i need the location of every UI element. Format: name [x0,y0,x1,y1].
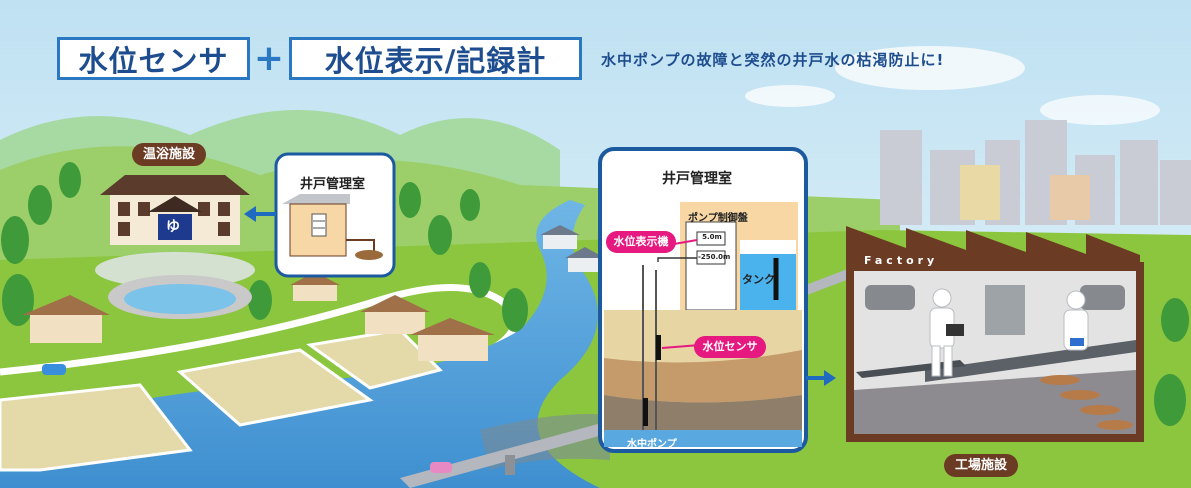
field [176,348,374,427]
house [568,258,602,272]
label-tank: タンク [742,273,775,286]
cloud [1040,95,1160,125]
tree [2,274,34,326]
factory-floor [854,370,1136,434]
conveyor [925,340,1136,382]
building [1050,175,1090,220]
plus-sign: + [253,38,285,79]
noren [158,214,192,240]
label-factory: 工場施設 [944,454,1019,477]
car [430,462,452,473]
label-hot-spring: 温浴施設 [132,143,207,166]
house-roof [410,318,495,335]
leader-sensor [661,344,701,349]
city-buildings [880,120,1191,225]
building [960,165,1000,220]
well-room-roof [282,194,350,204]
tank-top [740,240,796,254]
display-screen-top [696,231,726,246]
label-pump-panel: ポンプ制御盤 [688,213,748,224]
houses [22,225,605,361]
arrow-head [244,206,256,222]
building [880,130,922,225]
building [1160,160,1191,225]
glove [1070,338,1084,346]
car [42,364,66,375]
house [30,315,102,343]
house [365,312,425,334]
cloud [745,85,835,107]
factory-vent [865,285,915,310]
bridge-pier [505,455,515,475]
windows [118,202,230,236]
cloud [835,46,1025,90]
factory-vent [1080,285,1125,310]
well-lid [355,250,383,260]
sensor-probe [656,335,661,360]
tagline: 水中ポンプの故障と突然の井戸水の枯渇防止に! [601,51,945,69]
house [418,335,488,361]
house-roof [290,272,340,285]
label-well-room-small: 井戸管理室 [300,177,366,192]
hot-spring-building [100,175,250,245]
display-title: 水位表示/記録計 [289,37,582,80]
house-roof [565,247,605,258]
soil-layer [604,350,802,403]
label-level-display: 水位表示機 [606,231,676,253]
leader-display [673,239,698,245]
tree [399,182,421,218]
tree [428,215,452,255]
factory-roof [846,226,1140,270]
products [1040,375,1133,430]
label-level-sensor: 水位センサ [694,336,766,358]
tree [460,189,480,221]
arrow-head [824,370,836,386]
house [543,235,577,249]
factory-sign: Factory [864,254,939,267]
label-submersible-pump: 水中ポンプ [627,439,677,450]
tree [1154,374,1186,426]
sensor-title: 水位センサ [57,37,250,80]
worker [929,288,955,377]
house-roof [360,295,430,312]
house-roof [22,295,110,315]
tree [28,185,52,225]
soil-layer [604,395,802,435]
tree [248,280,272,320]
tank [740,252,796,310]
laptop [946,324,964,336]
tree [59,162,81,198]
bridge [400,418,628,488]
display-value-top: 5.0m [702,233,722,241]
trees [1,162,1189,426]
bath-sign: ゆ [166,219,180,235]
tree [1,216,29,264]
house [293,285,337,301]
display-value-bottom: -250.0m [698,253,731,261]
field [0,383,193,472]
hot-spring-water [124,284,236,314]
roof [100,175,250,195]
label-well-room-large: 井戸管理室 [662,171,732,187]
tree [469,262,491,298]
factory-door [985,285,1025,335]
entrance-roof [148,196,202,212]
water-table [604,430,802,447]
well-room-door [311,213,327,237]
pipe [346,239,375,254]
house-roof [540,225,580,235]
field [306,328,443,390]
pump-body [643,398,648,426]
tree [502,288,528,332]
tree [1161,298,1189,342]
cable [657,257,697,262]
building [1120,140,1158,225]
